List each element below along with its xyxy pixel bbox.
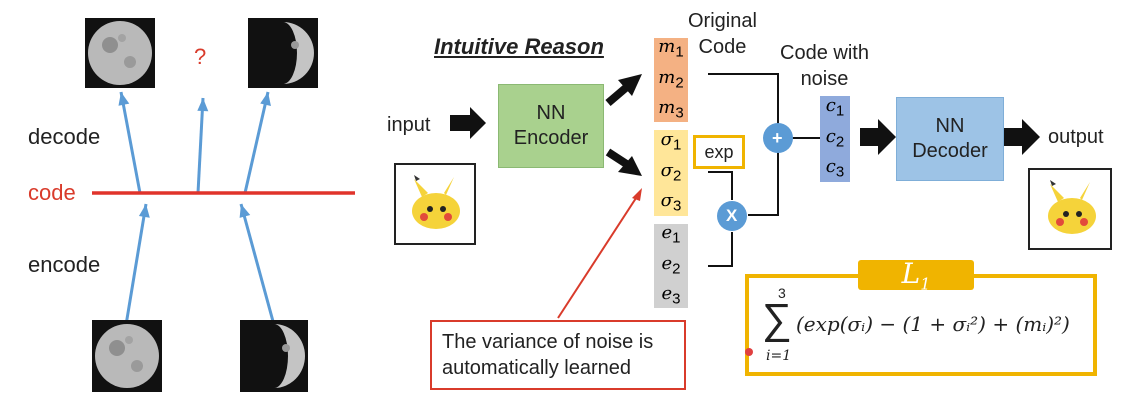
encode-arrow-left	[124, 203, 148, 326]
code-c3: c3	[825, 156, 845, 181]
encode-arrow-right	[239, 203, 276, 326]
input-label: input	[387, 114, 431, 136]
sigma-2: σ2	[660, 159, 682, 185]
code-label: code	[28, 180, 76, 205]
sum-upper-limit: 3	[778, 285, 786, 301]
decode-arrow-left	[119, 91, 142, 194]
mean-m2: m2	[658, 66, 684, 92]
noisy-code-vector: c1 c2 c3	[820, 95, 850, 182]
plus-operator	[763, 123, 793, 153]
noise-e3: e3	[661, 283, 681, 308]
output-label: output	[1048, 126, 1104, 148]
loss-formula: (exp(σᵢ) − (1 + σᵢ²) + (mᵢ)²)	[796, 312, 1070, 336]
moon-image-bottom-left	[92, 320, 162, 392]
code-c1: c1	[825, 95, 845, 120]
times-to-plus-line	[748, 152, 779, 216]
moon-image-bottom-right	[240, 320, 308, 392]
plus-symbol: +	[772, 128, 783, 148]
mean-m1: m1	[658, 36, 684, 61]
callout-pointer-head	[632, 188, 642, 201]
encode-label: encode	[28, 252, 101, 277]
variance-callout-text: The variance of noise is automatically l…	[442, 331, 654, 379]
input-pikachu-image	[394, 163, 476, 245]
loss-label-badge: L1	[858, 257, 974, 293]
output-pikachu-image	[1028, 168, 1112, 250]
latent-space-diagram	[85, 18, 355, 392]
noise-e1: e1	[661, 222, 681, 247]
code-to-decoder-arrow	[860, 119, 896, 155]
nn-encoder-block: NN Encoder	[498, 84, 604, 168]
noise-vector: e1 e2 e3	[654, 222, 688, 308]
mean-vector: m1 m2 m3	[654, 36, 688, 122]
noise-to-times-line	[708, 232, 733, 267]
decode-arrow-right	[243, 91, 270, 194]
code-with-noise-label: Code with noise	[780, 42, 869, 90]
decode-label: decode	[28, 124, 101, 149]
original-code-label: Original Code	[688, 10, 757, 58]
mean-to-plus-line	[708, 73, 779, 125]
encoder-to-sigma-arrow	[605, 148, 642, 176]
output-arrow	[1002, 119, 1040, 155]
nn-decoder-block: NN Decoder	[896, 97, 1004, 181]
times-symbol: X	[726, 206, 738, 225]
exp-function-box: exp	[693, 135, 745, 169]
sigma-vector: σ1 σ2 σ3	[654, 129, 688, 216]
section-title: Intuitive Reason	[434, 34, 604, 59]
noise-e2: e2	[661, 252, 681, 278]
input-arrow	[450, 107, 486, 139]
decode-arrow-middle	[196, 97, 205, 194]
sigma-3: σ3	[660, 190, 682, 215]
moon-image-top-right	[248, 18, 318, 88]
mean-m3: m3	[658, 97, 684, 122]
pointer-dot	[745, 348, 753, 356]
sigma-1: σ1	[660, 129, 682, 154]
unknown-output-question-mark: ?	[194, 44, 207, 69]
times-operator	[717, 201, 747, 231]
sigma-to-times-line	[708, 171, 733, 200]
variance-callout: The variance of noise is automatically l…	[430, 320, 686, 390]
callout-pointer-line	[557, 194, 639, 319]
moon-image-top-left	[85, 18, 155, 88]
encoder-to-mean-arrow	[605, 74, 642, 107]
vae-architecture-diagram	[450, 73, 1040, 319]
loss-label: L1	[901, 256, 931, 294]
summation-symbol: ∑	[762, 295, 792, 342]
code-c2: c2	[825, 125, 845, 151]
sum-lower-limit: i=1	[766, 348, 792, 364]
